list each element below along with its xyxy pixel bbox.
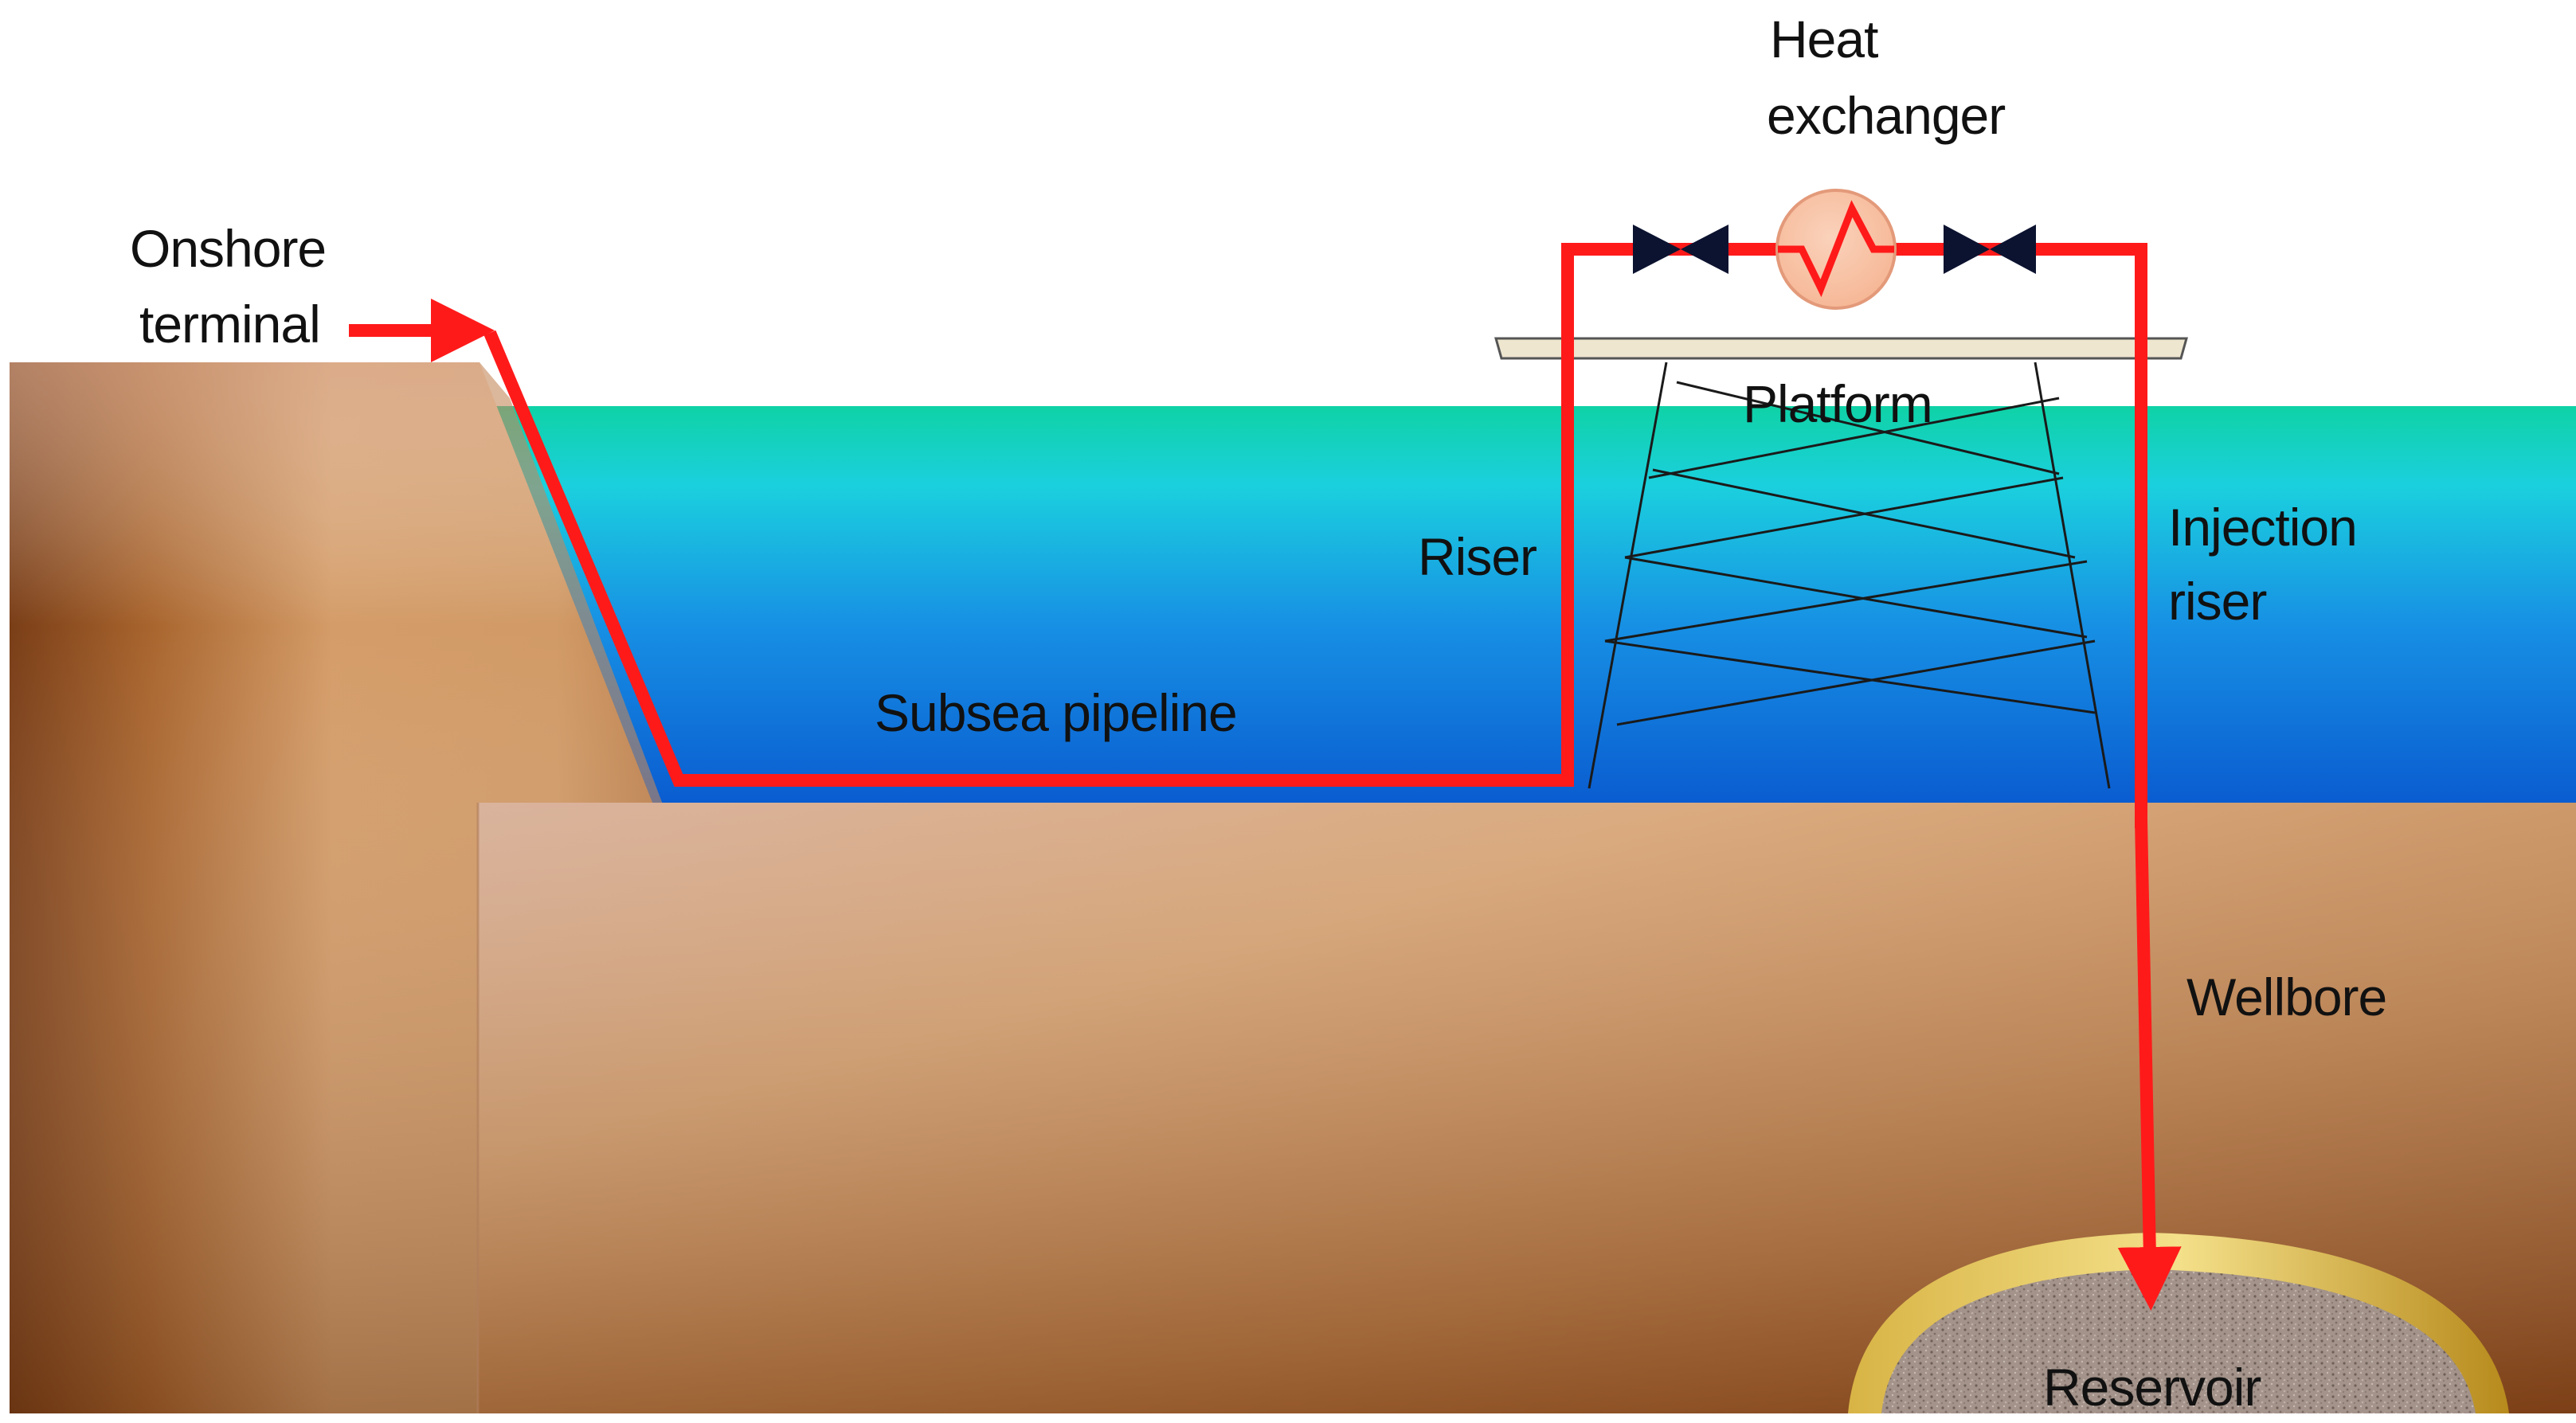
label-onshore-terminal: Onshore terminal bbox=[130, 219, 339, 354]
onshore-land bbox=[10, 362, 663, 1413]
platform-jacket bbox=[1587, 362, 2111, 789]
sea-body bbox=[478, 406, 2576, 804]
label-injection-riser: Injection riser bbox=[2168, 498, 2370, 631]
wellbore-arrow bbox=[2117, 819, 2182, 1311]
label-subsea-pipeline: Subsea pipeline bbox=[875, 683, 1237, 742]
heat-exchanger-icon bbox=[1775, 189, 1897, 310]
co2-pipeline bbox=[349, 243, 2182, 1311]
platform-deck bbox=[1494, 337, 2188, 360]
reservoir bbox=[1848, 1233, 2509, 1413]
shore-slope bbox=[480, 362, 663, 804]
label-heat-exchanger: Heat exchanger bbox=[1767, 10, 2005, 145]
label-wellbore: Wellbore bbox=[2186, 968, 2386, 1026]
valve-left-icon bbox=[1633, 225, 1728, 274]
pipeline-route bbox=[483, 243, 2147, 828]
label-platform: Platform bbox=[1743, 374, 1932, 433]
label-reservoir: Reservoir bbox=[2043, 1358, 2261, 1417]
valve-right-icon bbox=[1944, 225, 2036, 274]
label-riser: Riser bbox=[1418, 527, 1537, 586]
